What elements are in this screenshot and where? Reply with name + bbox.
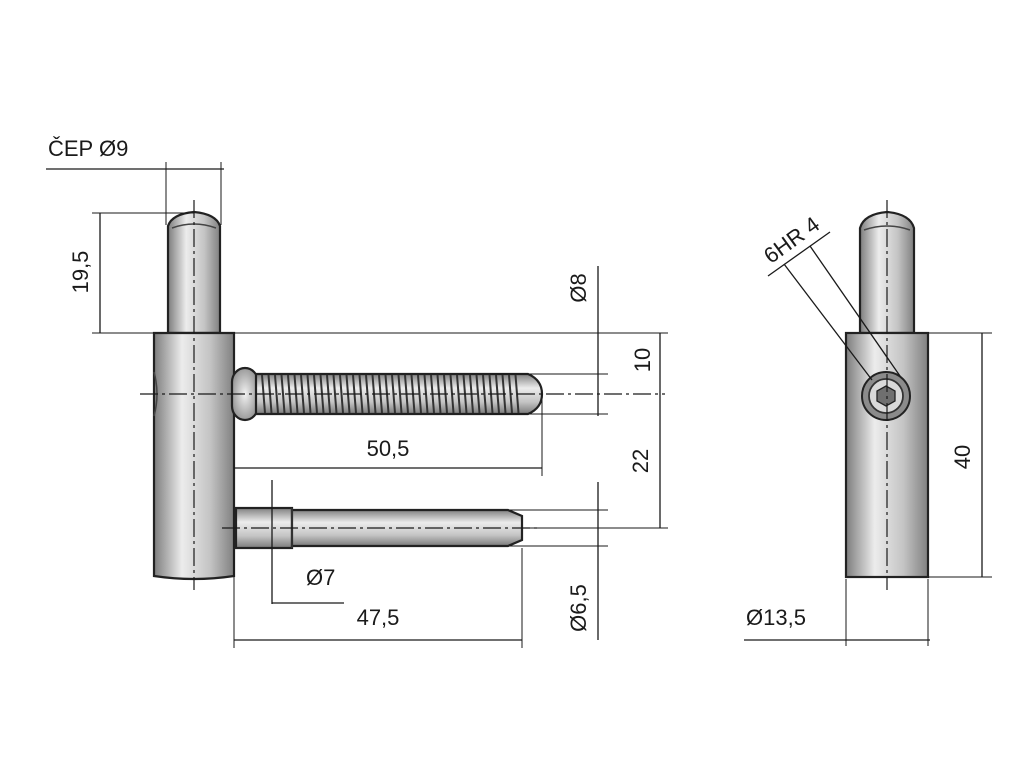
label-upper-offset: 10 — [630, 348, 655, 372]
label-body-diameter: Ø13,5 — [746, 605, 806, 630]
dim-body-height: 40 — [928, 332, 992, 578]
dim-vertical-offsets: 10 22 — [234, 332, 668, 529]
side-view: 6HR 4 40 Ø13,5 — [744, 200, 992, 646]
thread-line — [339, 374, 344, 414]
dim-dowel-diameter: Ø7 — [271, 480, 344, 604]
thread-line — [280, 374, 286, 414]
thread-line — [456, 374, 461, 414]
front-view: ČEP Ø9 19,5 Ø8 10 22 5 — [46, 136, 668, 648]
thread-line — [391, 374, 396, 414]
label-pin-diameter: ČEP Ø9 — [48, 136, 128, 161]
label-body-height: 40 — [950, 445, 975, 469]
thread-line — [417, 374, 422, 414]
dim-dowel-length: 47,5 — [233, 548, 523, 648]
label-thread-diameter: Ø8 — [566, 273, 591, 302]
dim-pin-height: 19,5 — [68, 212, 194, 334]
thread-line — [482, 374, 487, 414]
label-dowel-tip-diameter: Ø6,5 — [566, 584, 591, 632]
thread-line — [332, 374, 338, 414]
dim-thread-diameter: Ø8 — [490, 266, 608, 416]
thread-line — [274, 374, 279, 414]
label-dowel-length: 47,5 — [357, 605, 400, 630]
dim-body-diameter: Ø13,5 — [744, 579, 930, 646]
hex-socket — [861, 371, 911, 421]
label-pin-height: 19,5 — [68, 251, 93, 294]
dim-thread-length: 50,5 — [234, 394, 543, 476]
thread-line — [475, 374, 481, 414]
thread-line — [397, 374, 403, 414]
label-pin-spacing: 22 — [628, 449, 653, 473]
dim-pin-diameter: ČEP Ø9 — [46, 136, 224, 225]
dim-dowel-tip-diameter: Ø6,5 — [510, 482, 608, 640]
label-thread-length: 50,5 — [367, 436, 410, 461]
label-dowel-diameter: Ø7 — [306, 565, 335, 590]
